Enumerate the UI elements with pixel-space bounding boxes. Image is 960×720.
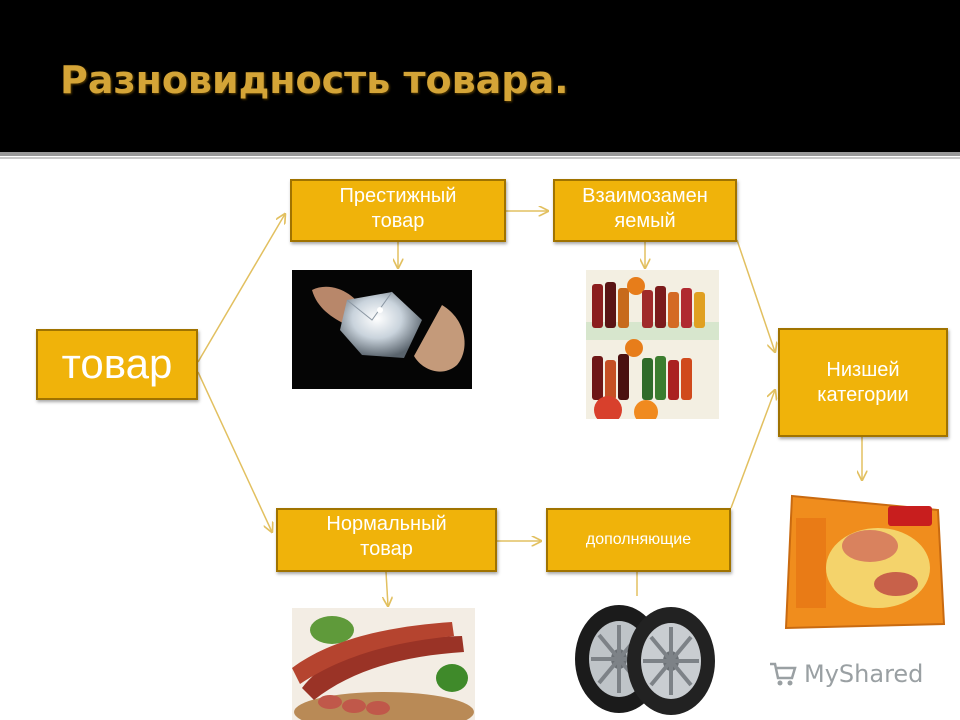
- node-inferior-line2: категории: [817, 383, 909, 406]
- watermark-text: MyShared: [804, 660, 924, 688]
- tires-image: [567, 597, 720, 720]
- shopping-cart-icon: [770, 662, 797, 686]
- node-inferior-goods: Низшей категории: [778, 328, 948, 437]
- arrow-normal-to-sausage: [386, 571, 388, 606]
- sausage-image: [292, 608, 475, 720]
- node-complementary-goods: дополняющие: [546, 508, 731, 572]
- node-goods: товар: [36, 329, 198, 400]
- arrow-main-to-normal: [197, 371, 272, 532]
- node-prestige-goods: Престижный товар: [290, 179, 506, 242]
- arrow-complement-to-inferior: [730, 390, 775, 509]
- header-divider-light: [0, 157, 960, 159]
- node-substitute-line1: Взаимозамен: [582, 185, 708, 207]
- node-normal-line1: Нормальный: [326, 513, 447, 535]
- diamond-image: [292, 270, 472, 389]
- node-goods-label: товар: [61, 340, 173, 388]
- node-normal-line2: товар: [360, 538, 413, 560]
- node-inferior-line1: Низшей: [826, 358, 900, 381]
- arrow-substitute-to-inferior: [736, 239, 775, 352]
- drinks-image: [586, 270, 719, 419]
- node-complement-label: дополняющие: [585, 531, 692, 548]
- slide-header: Разновидность товара.: [0, 0, 960, 152]
- node-substitute-line2: яемый: [614, 210, 676, 232]
- noodles-image: [778, 488, 948, 638]
- node-substitute-goods: Взаимозамен яемый: [553, 179, 737, 242]
- header-divider: [0, 152, 960, 156]
- node-prestige-line2: товар: [371, 210, 425, 232]
- myshared-watermark: MyShared: [768, 656, 923, 692]
- node-normal-goods: Нормальный товар: [276, 508, 497, 572]
- arrow-main-to-prestige: [197, 214, 285, 363]
- node-prestige-line1: Престижный: [339, 185, 457, 207]
- slide-title: Разновидность товара.: [60, 58, 569, 102]
